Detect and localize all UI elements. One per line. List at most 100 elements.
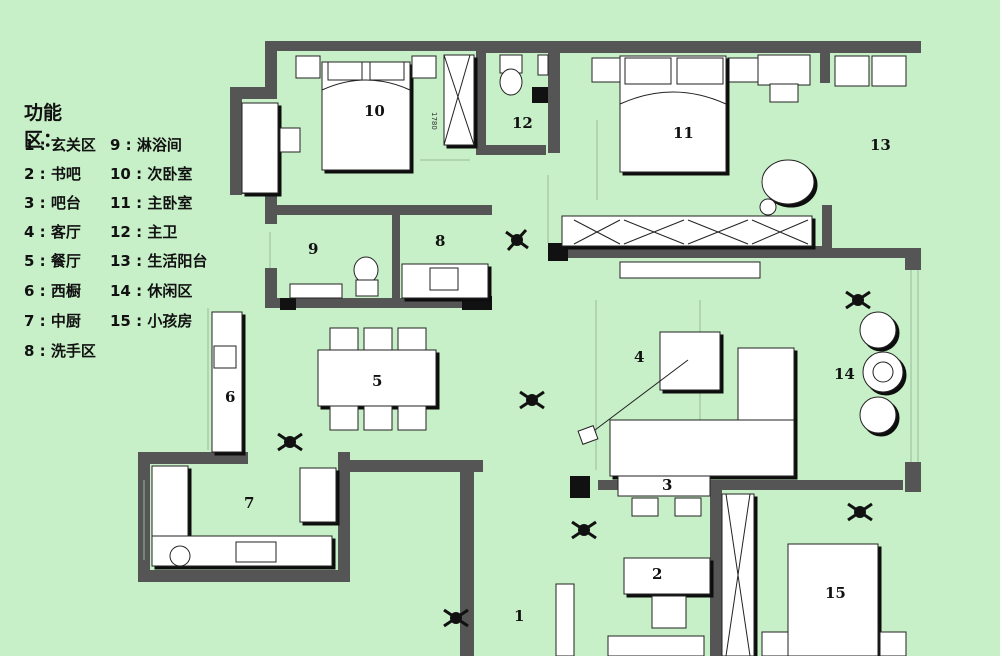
chair	[279, 127, 301, 153]
legend-num: 11	[110, 194, 131, 212]
legend-label: 餐厅	[50, 252, 81, 270]
legend-num: 3	[24, 194, 35, 212]
legend-label: 生活阳台	[147, 252, 208, 270]
wall	[392, 215, 400, 305]
toilet	[499, 68, 523, 96]
legend-num: 1	[24, 136, 35, 154]
legend-num: 2	[24, 165, 35, 183]
bench	[289, 283, 343, 299]
legend-item: 3 : 吧台	[24, 194, 81, 212]
person-limbs	[847, 502, 873, 522]
legend-item: 15 : 小孩房	[110, 312, 193, 330]
nightstand	[411, 55, 437, 79]
bin	[169, 545, 191, 567]
room-label-6: 6	[225, 388, 235, 406]
lounge-chair	[859, 311, 897, 349]
wall	[905, 462, 921, 492]
legend-label: 玄关区	[50, 136, 96, 154]
pillar	[280, 298, 296, 310]
dining-table	[317, 349, 437, 407]
sink	[429, 267, 459, 291]
nightstand	[295, 55, 321, 79]
bed-cover-line	[321, 79, 411, 91]
person-limbs	[505, 228, 529, 252]
legend-num: 14	[110, 282, 131, 300]
pillars	[280, 87, 590, 498]
room-label-15: 15	[825, 584, 846, 602]
legend-label: 主卧室	[147, 194, 193, 212]
chair	[397, 327, 427, 351]
chair	[329, 327, 359, 351]
shelf-cross	[725, 493, 751, 656]
shelf	[537, 54, 549, 76]
bar-stool	[674, 497, 702, 517]
desk	[241, 102, 279, 194]
legend-num: 8	[24, 342, 35, 360]
chair	[363, 327, 393, 351]
pillar	[532, 87, 548, 103]
legend-label: 主卫	[147, 223, 178, 241]
toilet	[353, 256, 379, 284]
person-limbs	[443, 608, 469, 628]
pillow	[676, 57, 724, 85]
room-label-14: 14	[834, 365, 855, 383]
bed	[787, 543, 879, 656]
room-label-9: 9	[308, 240, 318, 258]
wardrobe-line	[623, 219, 685, 245]
sink	[213, 345, 237, 369]
wall	[548, 53, 560, 153]
legend-label: 吧台	[50, 194, 81, 212]
legend-label: 淋浴间	[136, 136, 182, 154]
ottoman	[759, 198, 777, 216]
desk	[757, 54, 811, 86]
sofa	[609, 419, 795, 477]
legend-item: 14 : 休闲区	[110, 282, 193, 300]
legend-title: 功能区：	[24, 102, 63, 151]
pillar	[548, 243, 568, 261]
wall	[460, 460, 474, 656]
person-limbs	[519, 390, 545, 410]
fridge	[299, 467, 337, 523]
wall	[710, 480, 722, 656]
person-limbs	[845, 290, 871, 310]
wall	[486, 41, 921, 53]
legend-item: 8 : 洗手区	[24, 342, 96, 360]
nightstand	[761, 631, 789, 656]
lounge-chair	[859, 396, 897, 434]
stove	[235, 541, 277, 563]
wall	[832, 248, 921, 258]
legend-label: 中厨	[50, 312, 81, 330]
wall	[476, 145, 546, 155]
legend-item: 7 : 中厨	[24, 312, 81, 330]
legend-item: 13 : 生活阳台	[110, 252, 208, 270]
room-label-5: 5	[372, 372, 382, 390]
person-limbs	[277, 432, 303, 452]
floor-lamp	[577, 425, 599, 445]
wall	[265, 41, 277, 91]
coffee-table	[659, 331, 721, 391]
desk	[623, 557, 711, 595]
wall	[265, 194, 277, 224]
legend-label: 次卧室	[147, 165, 193, 183]
lounge-chair	[761, 159, 815, 205]
chair	[651, 595, 687, 629]
room-label-1: 1	[514, 607, 524, 625]
people-limbs	[277, 228, 873, 628]
wardrobe	[561, 215, 813, 247]
legend-item: 9 : 淋浴间	[110, 136, 182, 154]
legend-item: 10 : 次卧室	[110, 165, 193, 183]
legend-num: 6	[24, 282, 35, 300]
room-label-4: 4	[634, 348, 644, 366]
pillow	[327, 61, 363, 81]
dryer	[871, 55, 907, 87]
wall	[820, 53, 830, 83]
chair	[769, 83, 799, 103]
legend-item: 1 : 玄关区	[24, 136, 96, 154]
chair	[397, 405, 427, 431]
legend-item: 5 : 餐厅	[24, 252, 81, 270]
wardrobe-line	[573, 219, 621, 245]
legend-label: 小孩房	[147, 312, 193, 330]
room-label-12: 12	[512, 114, 533, 132]
nightstand	[727, 57, 759, 83]
